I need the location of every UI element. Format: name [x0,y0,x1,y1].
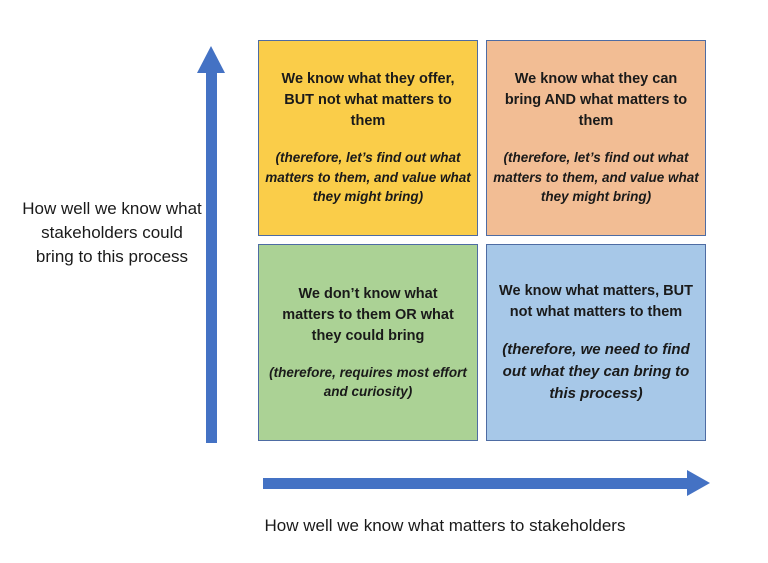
y-axis-arrowhead-icon [197,46,225,73]
quadrant-top-left: We know what they offer, BUT not what ma… [258,40,478,236]
y-axis-label: How well we know what stakeholders could… [22,199,202,266]
quadrant-bottom-right: We know what matters, BUT not what matte… [486,244,706,441]
x-axis-arrow-shaft [263,478,687,489]
x-axis-label: How well we know what matters to stakeho… [264,516,626,535]
x-axis-arrow-icon [263,470,710,497]
x-axis-arrowhead-icon [687,470,710,496]
quadrant-top-left-note: (therefore, let’s find out what matters … [265,150,471,205]
quadrant-bottom-right-note: (therefore, we need to find out what the… [502,340,690,402]
quadrant-bottom-left: We don’t know what matters to them OR wh… [258,244,478,441]
quadrant-bottom-right-heading: We know what matters, BUT not what matte… [499,282,693,320]
quadrant-top-right-heading: We know what they can bring AND what mat… [504,71,688,130]
y-axis-arrow-shaft [205,73,217,443]
y-axis-arrow-icon [197,46,225,443]
quadrant-top-right: We know what they can bring AND what mat… [486,40,706,236]
quadrant-bottom-left-note: (therefore, requires most effort and cur… [269,364,467,400]
quadrant-top-right-note: (therefore, let’s find out what matters … [493,150,699,205]
quadrant-bottom-left-heading: We don’t know what matters to them OR wh… [282,285,454,344]
quadrant-top-left-heading: We know what they offer, BUT not what ma… [281,71,455,130]
